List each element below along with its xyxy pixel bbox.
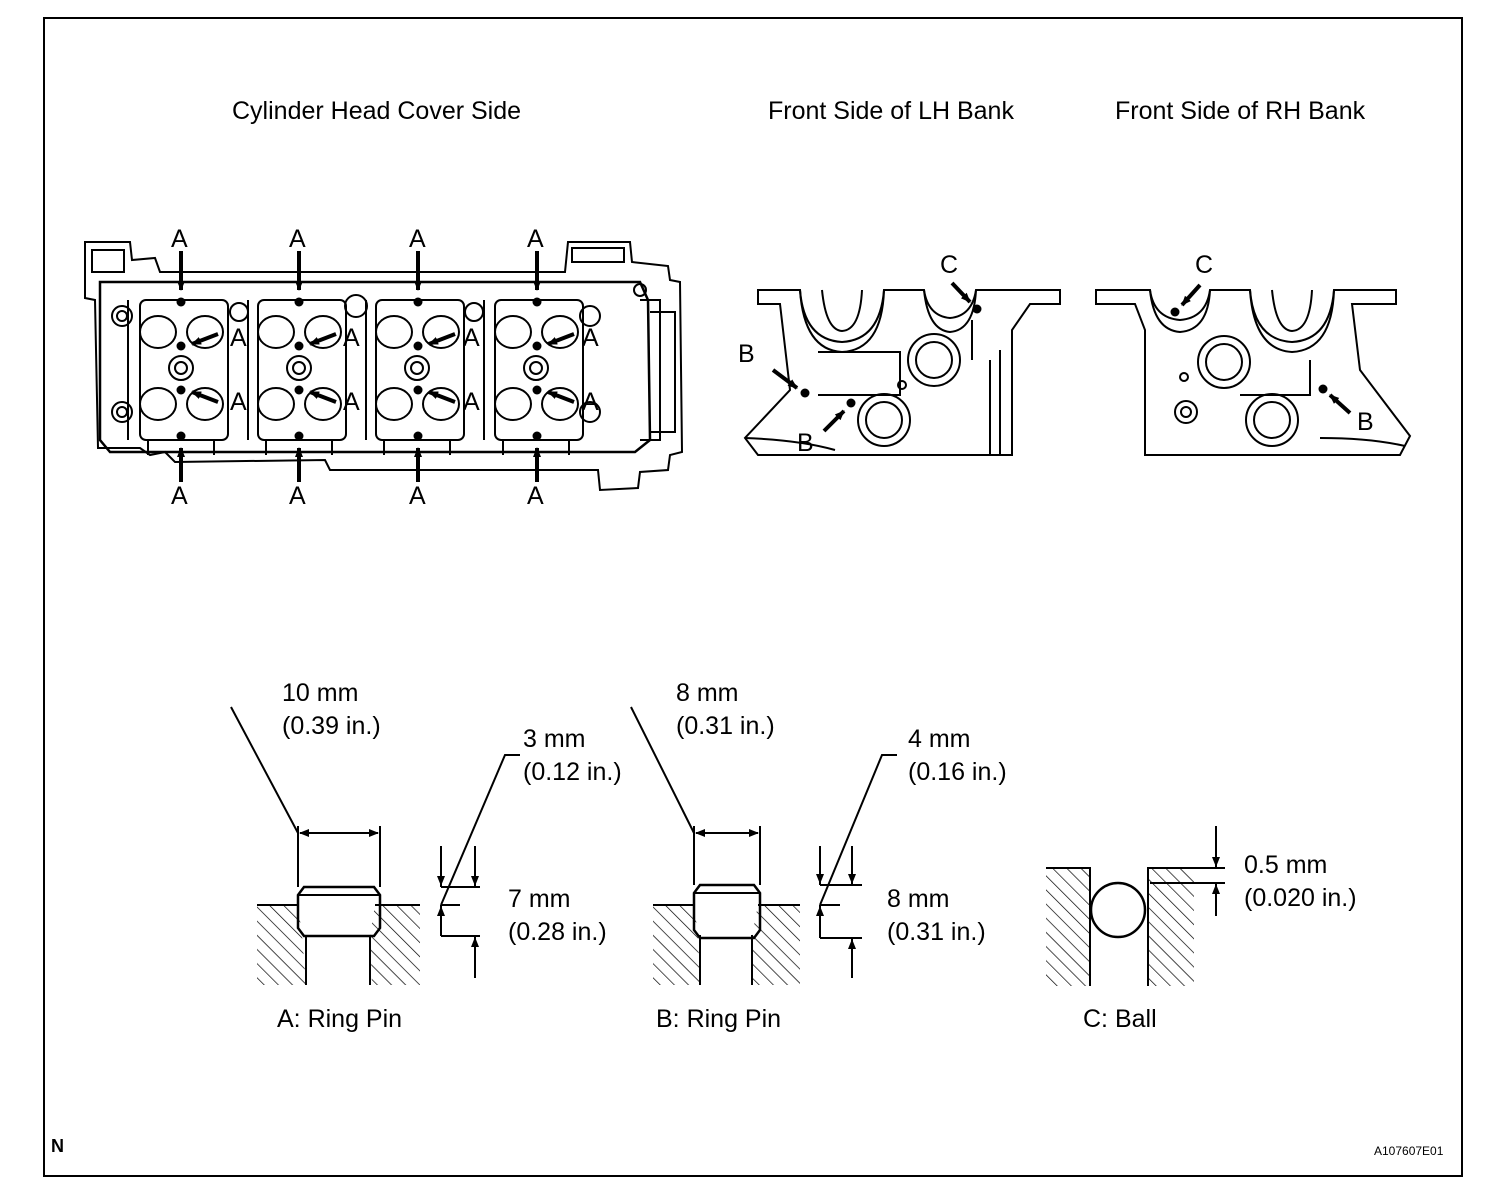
detail-b-chamfer: 4 mm	[908, 725, 971, 753]
callout-a: A	[527, 225, 544, 253]
detail-a-caption: A: Ring Pin	[277, 1005, 403, 1033]
callout-c: C	[940, 251, 959, 279]
lh-bank-markers	[771, 281, 982, 433]
callout-a: A	[343, 324, 360, 352]
rh-bank-markers	[1170, 283, 1352, 415]
callout-a: A	[409, 482, 426, 510]
detail-b-protrusion: 8 mm	[887, 885, 950, 913]
detail-c-protrusion: 0.5 mm	[1244, 851, 1328, 879]
rh-bank-title: Front Side of RH Bank	[1115, 97, 1366, 125]
cover-side-title: Cylinder Head Cover Side	[232, 97, 522, 125]
callout-a: A	[463, 324, 480, 352]
callout-a: A	[289, 225, 306, 253]
callout-a: A	[171, 225, 188, 253]
callout-b: B	[797, 429, 814, 457]
detail-b-caption: B: Ring Pin	[656, 1005, 782, 1033]
ring-pin-markers-cover-side	[176, 251, 575, 482]
detail-a-protrusion: 7 mm	[508, 885, 571, 913]
detail-a-chamfer-in: (0.12 in.)	[523, 758, 622, 786]
lh-bank-front-drawing	[743, 289, 1061, 456]
lh-bank-title: Front Side of LH Bank	[768, 97, 1014, 125]
detail-a-chamfer: 3 mm	[523, 725, 586, 753]
corner-mark: N	[51, 1136, 64, 1156]
callout-a: A	[289, 482, 306, 510]
rh-bank-front-drawing	[1095, 289, 1412, 456]
callout-a: A	[171, 482, 188, 510]
figure-frame	[43, 17, 1463, 1177]
callout-c: C	[1195, 251, 1214, 279]
detail-a-diameter-in: (0.39 in.)	[282, 712, 381, 740]
detail-c-caption: C: Ball	[1083, 1005, 1157, 1033]
callout-b: B	[1357, 408, 1374, 436]
detail-a-diameter: 10 mm	[282, 679, 359, 707]
detail-b-drawing	[630, 706, 897, 985]
callout-a: A	[527, 482, 544, 510]
detail-b-chamfer-in: (0.16 in.)	[908, 758, 1007, 786]
detail-a-drawing	[230, 706, 520, 985]
figure-code: A107607E01	[1374, 1144, 1444, 1158]
detail-b-protrusion-in: (0.31 in.)	[887, 918, 986, 946]
callout-a: A	[230, 388, 247, 416]
cylinder-head-cover-drawing	[84, 241, 684, 492]
detail-a-protrusion-in: (0.28 in.)	[508, 918, 607, 946]
callout-b: B	[738, 340, 755, 368]
callout-a: A	[582, 388, 599, 416]
callout-a: A	[582, 324, 599, 352]
callout-a: A	[463, 388, 480, 416]
callout-a: A	[409, 225, 426, 253]
detail-b-diameter: 8 mm	[676, 679, 739, 707]
detail-b-diameter-in: (0.31 in.)	[676, 712, 775, 740]
callout-a: A	[343, 388, 360, 416]
detail-c-protrusion-in: (0.020 in.)	[1244, 884, 1357, 912]
detail-c-drawing	[1046, 826, 1225, 986]
callout-a: A	[230, 324, 247, 352]
